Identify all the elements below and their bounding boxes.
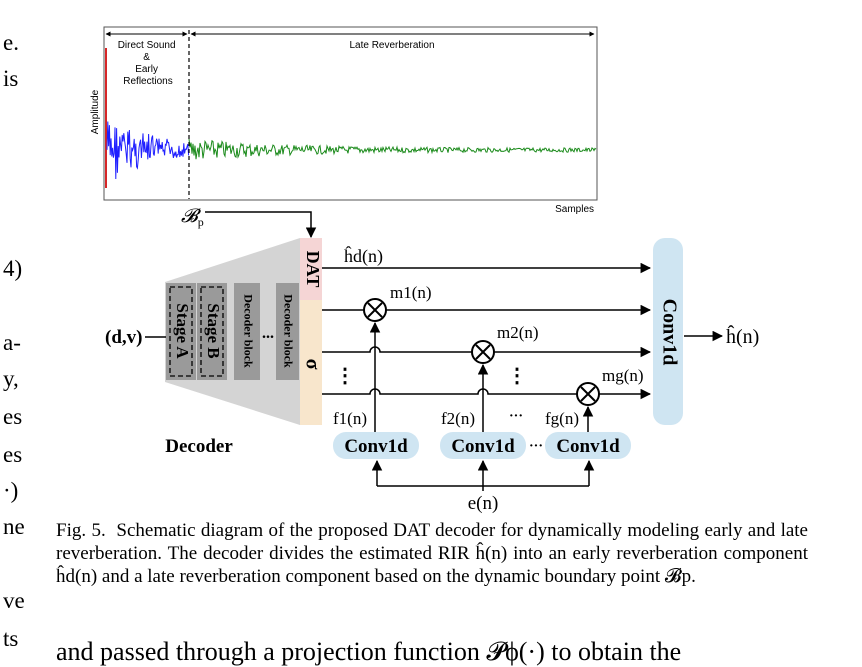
multiply-cross-1 bbox=[367, 302, 383, 318]
m1-label: m1(n) bbox=[390, 283, 432, 302]
dat-block bbox=[300, 238, 322, 300]
body-text-line: and passed through a projection function… bbox=[56, 637, 682, 666]
conv-block-2 bbox=[440, 432, 526, 459]
margin-fragment: 4) bbox=[3, 256, 23, 281]
hdots-mid: ··· bbox=[509, 409, 523, 424]
output-label: ĥ(n) bbox=[726, 324, 759, 348]
margin-fragment: e. bbox=[3, 30, 19, 55]
figure: Direct Sound & Early Reflections Late Re… bbox=[90, 26, 759, 514]
stage-b-block bbox=[197, 283, 227, 380]
conv-block-1 bbox=[333, 432, 419, 459]
margin-fragment: es bbox=[3, 404, 23, 429]
multiply-cross-2 bbox=[475, 344, 491, 360]
decoder-block-1 bbox=[234, 283, 260, 380]
decoder-block-1-label: Decoder block bbox=[241, 294, 255, 368]
margin-fragment: ·) bbox=[3, 478, 19, 503]
x-axis-label: Samples bbox=[555, 204, 594, 215]
mg-label: mg(n) bbox=[602, 366, 644, 385]
decoder-block-2 bbox=[276, 283, 299, 380]
plot-frame bbox=[103, 26, 598, 201]
stage-b-label: Stage B bbox=[204, 303, 223, 358]
stage-a-label: Stage A bbox=[173, 303, 192, 359]
f1-label: f1(n) bbox=[333, 409, 367, 428]
hd-label: ĥd(n) bbox=[344, 245, 383, 267]
output-conv-label: Conv1d bbox=[658, 299, 680, 366]
boundary-label: 𝓑p bbox=[181, 206, 204, 229]
branch-g bbox=[322, 388, 652, 400]
e-label: e(n) bbox=[468, 493, 499, 514]
margin-fragment: es bbox=[3, 442, 23, 467]
input-label: (d,v) bbox=[105, 327, 142, 348]
region-label-early: Direct Sound & Early Reflections bbox=[118, 40, 179, 87]
caption-text: Schematic diagram of the proposed DAT de… bbox=[56, 520, 808, 587]
conv-block-1-label: Conv1d bbox=[344, 436, 408, 457]
caption-prefix: Fig. 5. bbox=[56, 520, 106, 541]
margin-fragment: is bbox=[3, 66, 19, 91]
figure-caption: Fig. 5. Schematic diagram of the propose… bbox=[56, 519, 808, 588]
m2-label: m2(n) bbox=[497, 323, 539, 342]
conv-block-g-label: Conv1d bbox=[556, 436, 620, 457]
output-conv-block bbox=[653, 238, 683, 425]
late-reverberation-trace bbox=[188, 138, 597, 160]
margin-fragment: a- bbox=[3, 330, 21, 355]
margin-fragment: ne bbox=[3, 514, 25, 539]
stage-a-block bbox=[166, 283, 196, 380]
sigma-label: σ bbox=[301, 359, 323, 370]
decoder-dots: ... bbox=[262, 325, 274, 342]
hdots-conv: ··· bbox=[529, 439, 543, 454]
decoder-label: Decoder bbox=[165, 436, 233, 457]
stage-a-dashed bbox=[169, 286, 193, 377]
vdots-left: ⋮ bbox=[335, 365, 355, 387]
f2-label: f2(n) bbox=[441, 409, 475, 428]
margin-fragment: y, bbox=[3, 366, 19, 391]
conv-block-2-label: Conv1d bbox=[451, 436, 515, 457]
stage-b-dashed bbox=[200, 286, 224, 377]
sigma-block bbox=[300, 300, 322, 425]
waveform bbox=[105, 48, 597, 188]
region-label-late: Late Reverberation bbox=[349, 40, 434, 51]
vdots-middle: ⋮ bbox=[507, 365, 527, 387]
boundary-arrow bbox=[205, 211, 317, 239]
dat-label: DAT bbox=[303, 251, 323, 288]
margin-fragment: ts bbox=[3, 626, 19, 651]
margin-fragment: ve bbox=[3, 588, 25, 613]
conv-block-g bbox=[545, 432, 631, 459]
decoder-block-2-label: Decoder block bbox=[281, 294, 295, 368]
fg-label: fg(n) bbox=[545, 409, 579, 428]
early-reflections-trace bbox=[106, 121, 190, 180]
multiply-cross-g bbox=[580, 386, 596, 402]
y-axis-label: Amplitude bbox=[90, 89, 101, 134]
